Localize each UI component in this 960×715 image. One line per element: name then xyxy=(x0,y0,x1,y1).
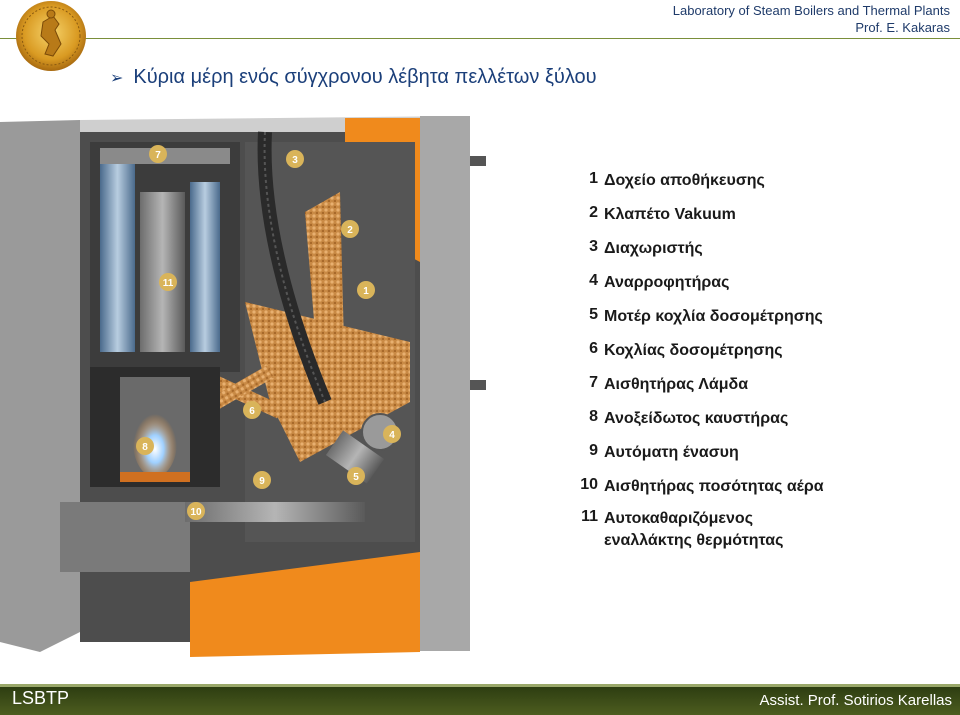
legend-label: Αυτόματη ένασυη xyxy=(604,442,890,464)
diagram-label-1: 1 xyxy=(357,281,375,299)
legend-label: Ανοξείδωτος καυστήρας xyxy=(604,408,890,430)
diagram-label-2: 2 xyxy=(341,220,359,238)
diagram-label-5: 5 xyxy=(347,467,365,485)
legend-item: 9 Αυτόματη ένασυη xyxy=(570,442,890,464)
svg-text:3: 3 xyxy=(292,155,298,166)
professor-name: Prof. E. Kakaras xyxy=(673,19,950,36)
svg-text:5: 5 xyxy=(353,472,359,483)
legend-item: 10 Αισθητήρας ποσότητας αέρα xyxy=(570,476,890,498)
legend-number: 2 xyxy=(570,204,598,226)
boiler-cutaway-illustration: 1 2 3 4 5 6 7 8 9 10 11 xyxy=(0,112,500,662)
slide-title-text: Κύρια μέρη ενός σύγχρονου λέβητα πελλέτω… xyxy=(133,66,596,88)
svg-text:10: 10 xyxy=(190,507,202,518)
diagram-label-3: 3 xyxy=(286,150,304,168)
arrow-bullet-icon: ➢ xyxy=(110,70,123,87)
diagram-label-4: 4 xyxy=(383,425,401,443)
legend-number: 1 xyxy=(570,170,598,192)
svg-text:7: 7 xyxy=(155,150,161,161)
lab-title: Laboratory of Steam Boilers and Thermal … xyxy=(673,2,950,36)
diagram-label-8: 8 xyxy=(136,437,154,455)
legend-label: Αισθητήρας Λάμδα xyxy=(604,374,890,396)
legend-number: 3 xyxy=(570,238,598,260)
legend-label: Κοχλίας δοσομέτρησης xyxy=(604,340,890,362)
legend-item: 5 Μοτέρ κοχλία δοσομέτρησης xyxy=(570,306,890,328)
legend-item: 4 Αναρροφητήρας xyxy=(570,272,890,294)
legend-label: Μοτέρ κοχλία δοσομέτρησης xyxy=(604,306,890,328)
diagram-label-11: 11 xyxy=(159,273,177,291)
legend-item: 3 Διαχωριστής xyxy=(570,238,890,260)
legend-item: 7 Αισθητήρας Λάμδα xyxy=(570,374,890,396)
legend-item: 6 Κοχλίας δοσομέτρησης xyxy=(570,340,890,362)
diagram-label-10: 10 xyxy=(187,502,205,520)
legend-label: Κλαπέτο Vakuum xyxy=(604,204,890,226)
svg-text:4: 4 xyxy=(389,430,395,441)
legend-item: 2 Κλαπέτο Vakuum xyxy=(570,204,890,226)
legend-number: 5 xyxy=(570,306,598,328)
footer-accent xyxy=(0,684,960,687)
legend-number: 6 xyxy=(570,340,598,362)
legend-label: Διαχωριστής xyxy=(604,238,890,260)
footer-author: Assist. Prof. Sotirios Karellas xyxy=(759,692,952,709)
legend-label: Αναρροφητήρας xyxy=(604,272,890,294)
svg-text:11: 11 xyxy=(163,278,174,289)
legend-number: 4 xyxy=(570,272,598,294)
svg-text:2: 2 xyxy=(347,225,353,236)
legend-item: 8 Ανοξείδωτος καυστήρας xyxy=(570,408,890,430)
svg-text:1: 1 xyxy=(363,286,369,297)
svg-text:8: 8 xyxy=(142,442,148,453)
legend-number: 10 xyxy=(570,476,598,498)
diagram-label-7: 7 xyxy=(149,145,167,163)
legend-number: 11 xyxy=(570,508,598,552)
diagram-label-9: 9 xyxy=(253,471,271,489)
lab-name: Laboratory of Steam Boilers and Thermal … xyxy=(673,2,950,19)
svg-text:6: 6 xyxy=(249,406,255,417)
university-seal-icon xyxy=(7,0,91,76)
legend-label: Αισθητήρας ποσότητας αέρα xyxy=(604,476,890,498)
diagram-label-6: 6 xyxy=(243,401,261,419)
svg-text:9: 9 xyxy=(259,476,265,487)
legend-number: 9 xyxy=(570,442,598,464)
footer-lab-acronym: LSBTP xyxy=(12,688,69,709)
legend-item: 1 Δοχείο αποθήκευσης xyxy=(570,170,890,192)
legend-label: Δοχείο αποθήκευσης xyxy=(604,170,890,192)
header-divider xyxy=(0,38,960,39)
slide-title: ➢ Κύρια μέρη ενός σύγχρονου λέβητα πελλέτ… xyxy=(110,66,597,89)
legend-label: Αυτοκαθαριζόμενος εναλλάκτης θερμότητας xyxy=(604,508,820,552)
legend-number: 8 xyxy=(570,408,598,430)
legend-number: 7 xyxy=(570,374,598,396)
